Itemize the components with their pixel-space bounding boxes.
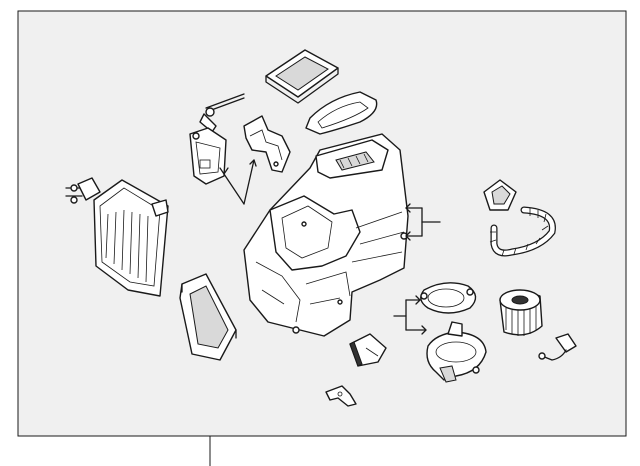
small-connector <box>538 333 577 361</box>
actuator <box>189 127 227 185</box>
heater-case-assembly <box>243 133 409 337</box>
leader-arrows-blower <box>393 295 427 335</box>
duct-upper <box>305 91 378 135</box>
bracket <box>243 115 291 173</box>
filter-frame <box>179 273 237 361</box>
leader-arrows-case <box>405 203 441 241</box>
blower-motor <box>426 321 487 383</box>
heater-core <box>65 177 169 297</box>
link-rod <box>199 93 245 133</box>
motor-housing <box>420 282 477 314</box>
resistor <box>349 333 387 367</box>
blower-fan <box>499 289 543 336</box>
leader-arrows-top <box>219 159 257 205</box>
clip <box>325 385 357 407</box>
duct-top <box>265 49 339 104</box>
hose <box>489 206 556 257</box>
grommet <box>483 179 517 211</box>
